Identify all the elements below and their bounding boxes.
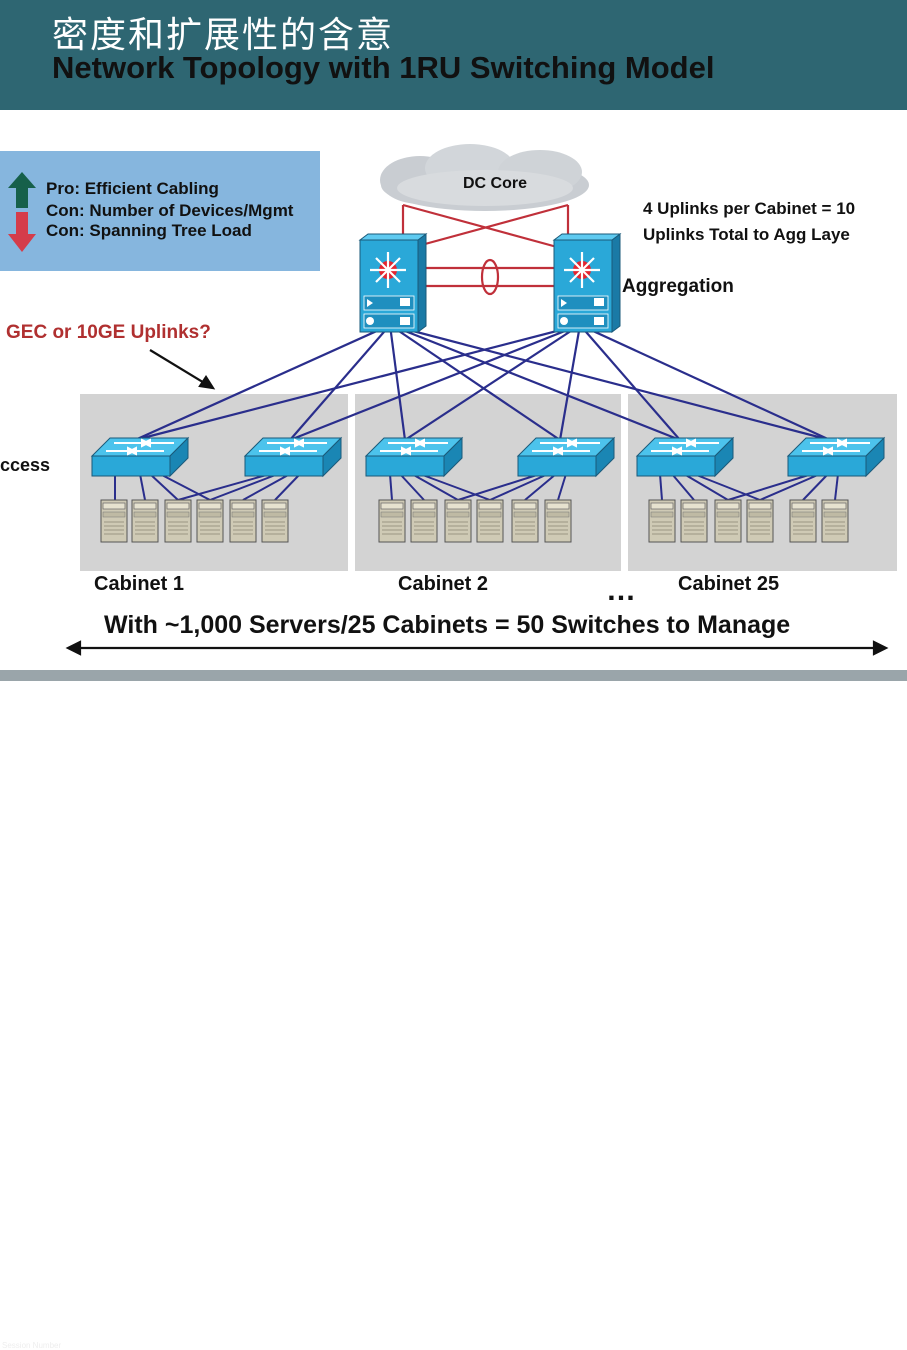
core-label: DC Core [463, 175, 527, 192]
topology-diagram: DC Core [65, 144, 889, 656]
pro-text: Pro: Efficient Cabling [46, 179, 219, 198]
uplink-links [134, 323, 831, 442]
arrow-down-icon [8, 212, 36, 252]
aggregation-label: Aggregation [622, 276, 734, 297]
arrow-up-icon [8, 172, 36, 208]
access-label: ccess [0, 455, 51, 475]
cabinet-2-label: Cabinet 2 [398, 573, 489, 595]
title-chinese: 密度和扩展性的含意 [52, 15, 395, 56]
header-bar: 密度和扩展性的含意 Network Topology with 1RU Swit… [0, 0, 907, 110]
summary-text: With ~1,000 Servers/25 Cabinets = 50 Swi… [104, 611, 791, 639]
server-links [114, 473, 839, 501]
access-switch-cab1-a [91, 437, 189, 477]
cabinet-1-label: Cabinet 1 [94, 573, 185, 595]
con-stp-text: Con: Spanning Tree Load [46, 221, 252, 240]
core-links [401, 203, 570, 296]
ellipsis: … [606, 574, 636, 607]
session-number: Session Number [2, 1341, 62, 1350]
uplinks-note-line2: Uplinks Total to Agg Laye [643, 225, 850, 244]
access-switch-cab1-b [244, 437, 342, 477]
access-switch-cab2-b [517, 437, 615, 477]
access-switch-cab2-a [365, 437, 463, 477]
dc-core-cloud [380, 144, 589, 211]
footer-bar: Session Number [0, 670, 907, 1350]
servers-cabinet-1 [100, 499, 289, 543]
access-switch-cab25-a [636, 437, 734, 477]
uplinks-note-line1: 4 Uplinks per Cabinet = 10 [643, 199, 856, 218]
aggregation-switch-left [358, 232, 428, 334]
double-arrow [65, 640, 889, 656]
con-devices-text: Con: Number of Devices/Mgmt [46, 201, 294, 220]
gec-question: GEC or 10GE Uplinks? [6, 322, 211, 343]
pointer-arrow [149, 349, 216, 390]
access-switch-cab25-b [787, 437, 885, 477]
servers-cabinet-2 [378, 499, 572, 543]
servers-cabinet-25 [648, 499, 849, 543]
pros-cons-box: Pro: Efficient Cabling Con: Number of De… [0, 151, 320, 271]
cabinet-25-label: Cabinet 25 [678, 573, 780, 595]
title-english: Network Topology with 1RU Switching Mode… [52, 50, 715, 85]
aggregation-switch-right [552, 232, 622, 334]
